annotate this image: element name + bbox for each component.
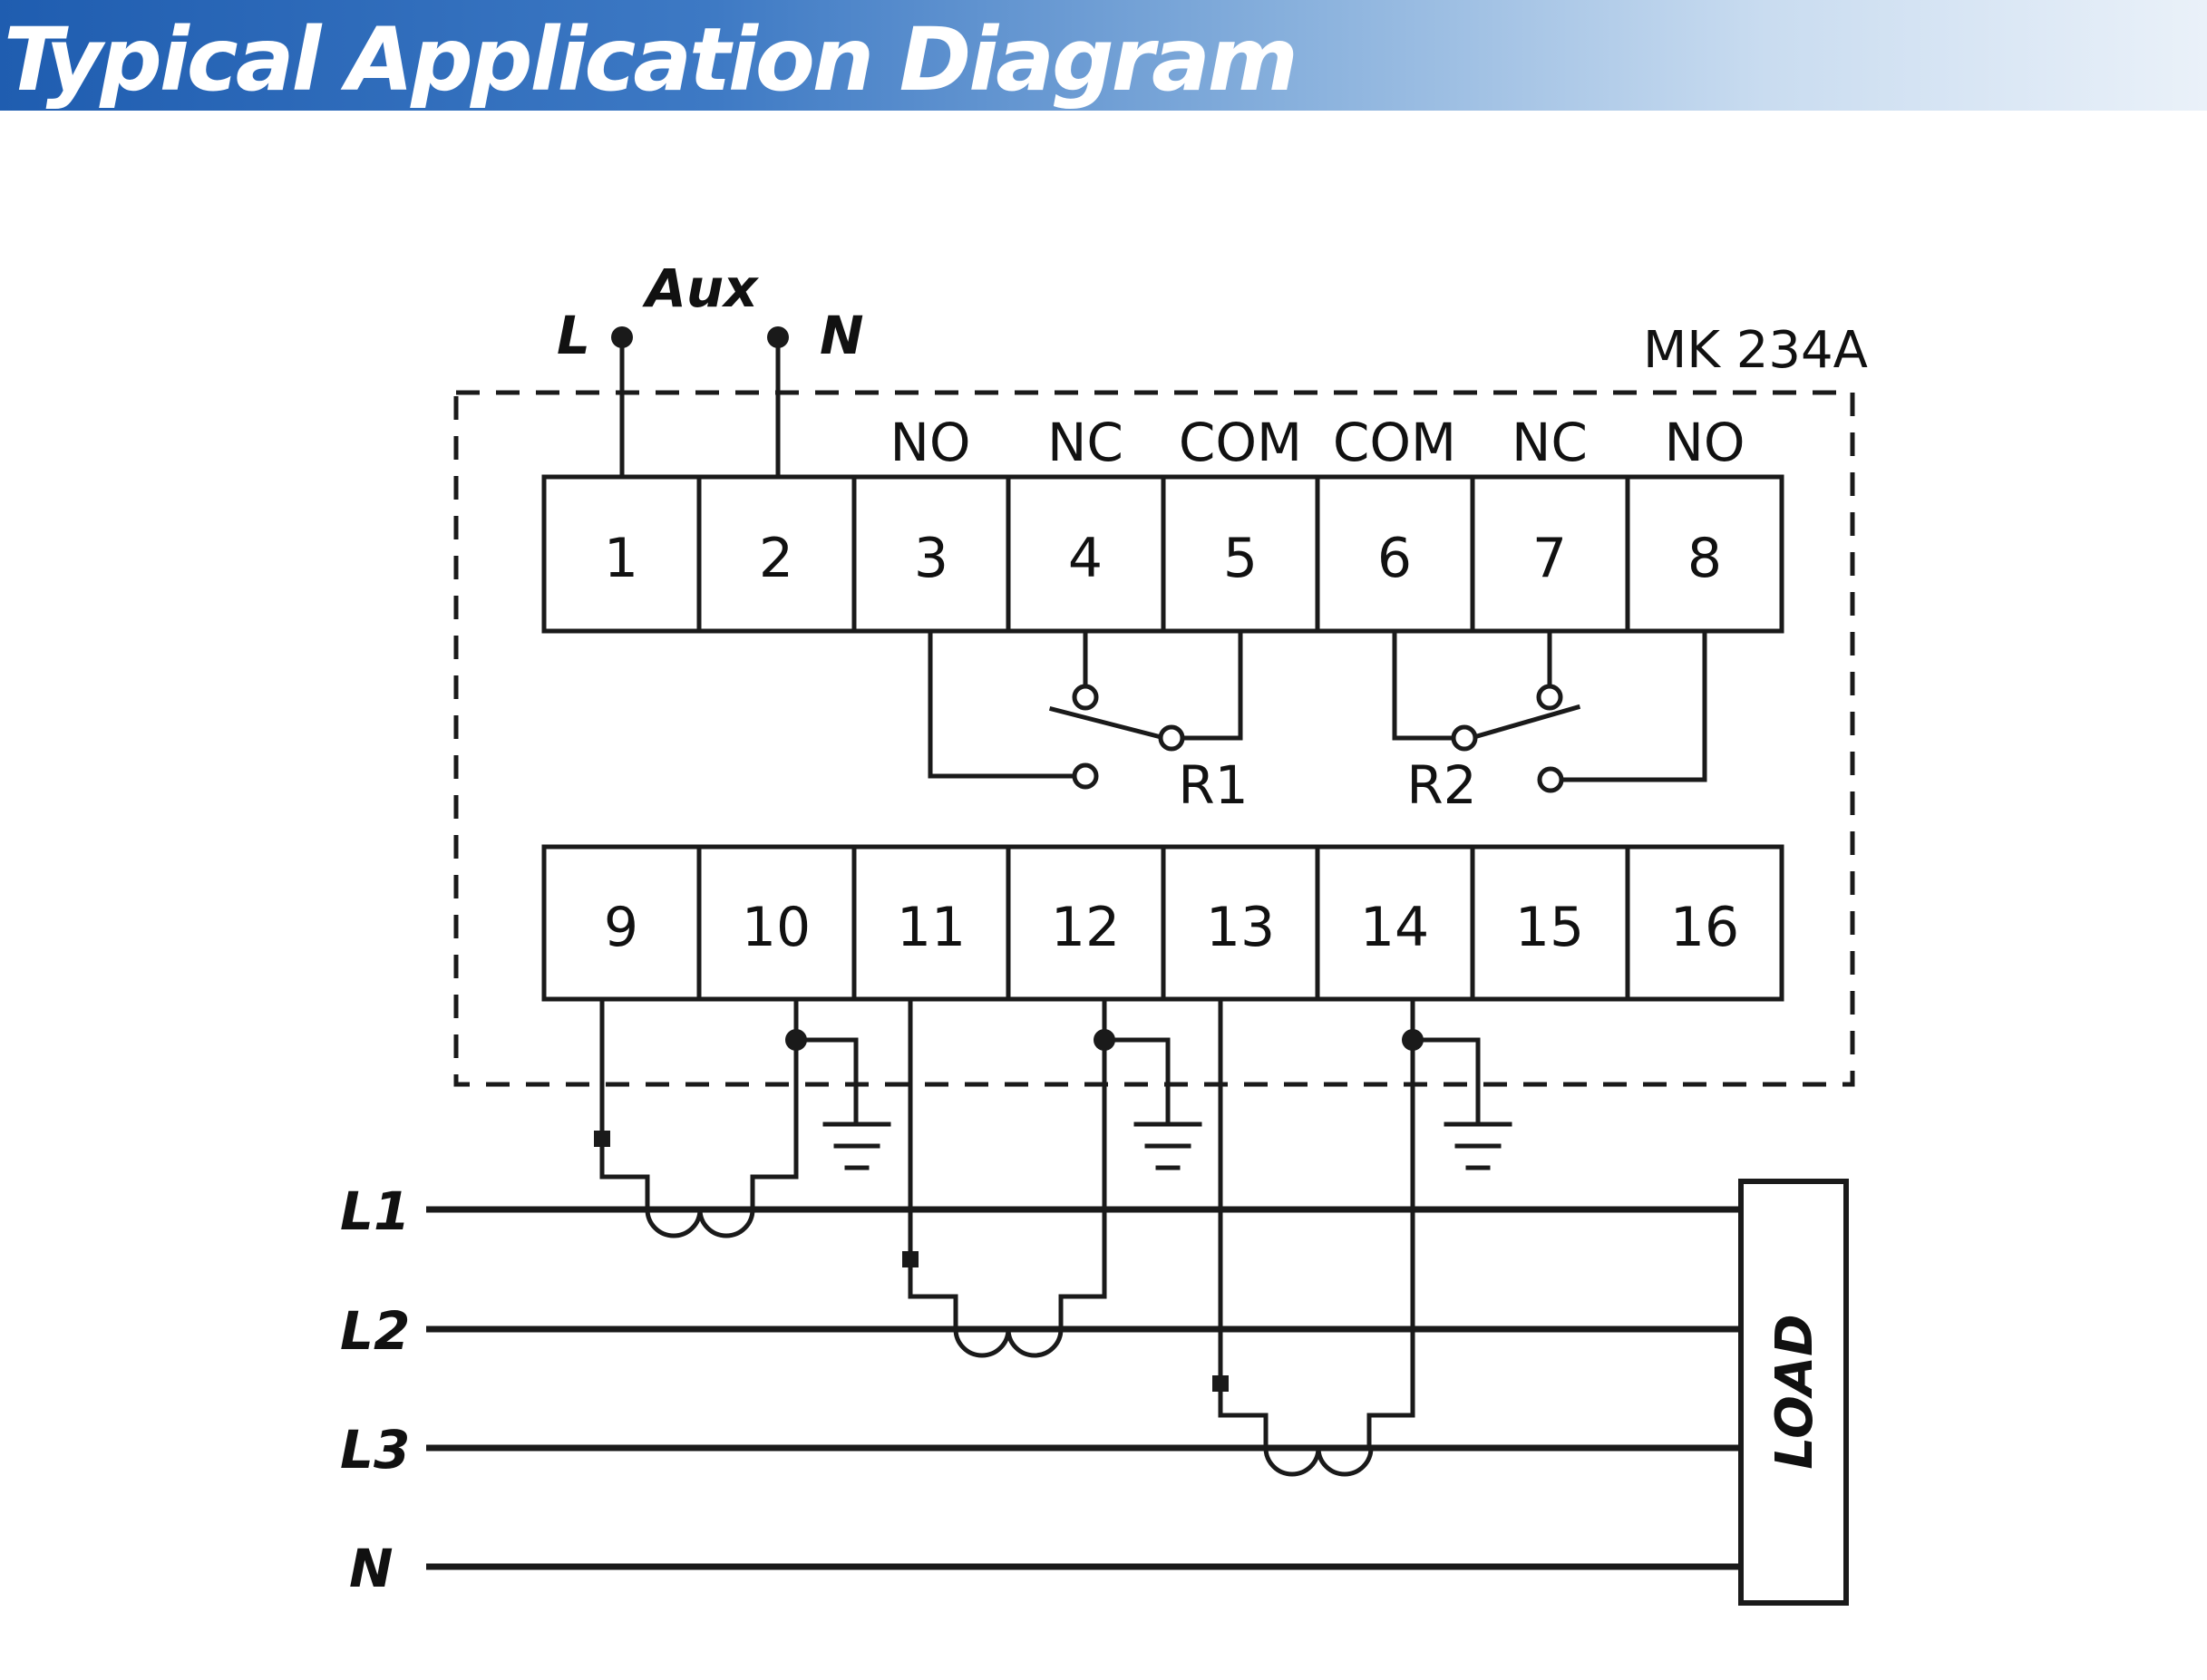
r2-com-wire — [1392, 628, 1455, 741]
ct-l1-coil-icon — [645, 1207, 755, 1238]
r2-nc-contact — [1536, 684, 1563, 711]
terminal-12: 12 — [1051, 896, 1120, 959]
r1-com-wire — [1181, 628, 1243, 741]
relay-r1: R1 — [928, 628, 1249, 816]
current-transformer-l2 — [902, 996, 1107, 1358]
r2-no-contact — [1537, 766, 1564, 793]
terminal-16: 16 — [1670, 896, 1739, 959]
model-label: MK 234A — [1643, 321, 1868, 380]
load-label: LOAD — [1765, 1314, 1824, 1469]
terminal-2: 2 — [759, 527, 793, 590]
relay-r1-label: R1 — [1178, 754, 1248, 816]
r1-switch-arm — [1048, 705, 1175, 743]
terminal-4: 4 — [1068, 527, 1103, 590]
aux-neutral-label: N — [820, 305, 864, 366]
r2-no-wire — [1560, 628, 1707, 782]
line-l1-label: L1 — [340, 1180, 410, 1242]
function-label-nc-2: NC — [1512, 412, 1588, 473]
page-title: Typical Application Diagram — [4, 9, 1298, 111]
terminal-15: 15 — [1515, 896, 1584, 959]
relay-r2-label: R2 — [1406, 754, 1476, 816]
function-label-no-1: NO — [890, 412, 970, 473]
top-terminal-block: 1 2 3 4 5 6 7 8 — [541, 474, 1784, 634]
r1-com-contact — [1158, 724, 1185, 752]
terminal-9: 9 — [604, 896, 638, 959]
terminal-10: 10 — [742, 896, 811, 959]
r1-no-wire — [928, 628, 1076, 779]
ground-icon-2 — [1102, 1037, 1202, 1170]
current-transformer-l3 — [1212, 996, 1415, 1477]
function-label-no-2: NO — [1664, 412, 1745, 473]
r2-switch-arm — [1461, 704, 1581, 743]
terminal-5: 5 — [1223, 527, 1258, 590]
terminal-6: 6 — [1377, 527, 1412, 590]
aux-label: Aux — [642, 257, 759, 319]
line-l2-label: L2 — [340, 1300, 410, 1362]
current-transformer-l1 — [594, 996, 799, 1238]
function-label-nc-1: NC — [1047, 412, 1123, 473]
ct-l2-coil-icon — [953, 1326, 1064, 1358]
terminal-1: 1 — [604, 527, 638, 590]
line-n-label: N — [349, 1538, 394, 1599]
terminal-13: 13 — [1206, 896, 1275, 959]
ground-icon-3 — [1410, 1037, 1512, 1170]
line-l3-label: L3 — [340, 1419, 410, 1481]
r1-no-contact — [1072, 762, 1099, 790]
aux-line-label: L — [557, 305, 590, 366]
r1-nc-contact — [1072, 684, 1099, 711]
function-label-com-1: COM — [1179, 412, 1302, 473]
function-label-com-2: COM — [1333, 412, 1456, 473]
ct-l3-coil-icon — [1263, 1445, 1374, 1477]
r2-com-contact — [1451, 724, 1478, 752]
terminal-3: 3 — [914, 527, 948, 590]
bottom-terminal-block: 9 10 11 12 13 14 15 16 — [541, 844, 1784, 1002]
terminal-8: 8 — [1687, 527, 1722, 590]
load-box — [1738, 1179, 1849, 1606]
ground-icon-1 — [793, 1037, 891, 1170]
terminal-11: 11 — [897, 896, 966, 959]
header-banner: Typical Application Diagram — [0, 0, 2207, 111]
relay-r2: R2 — [1392, 628, 1707, 816]
device-boundary — [453, 390, 1855, 1087]
terminal-14: 14 — [1360, 896, 1429, 959]
terminal-7: 7 — [1532, 527, 1567, 590]
